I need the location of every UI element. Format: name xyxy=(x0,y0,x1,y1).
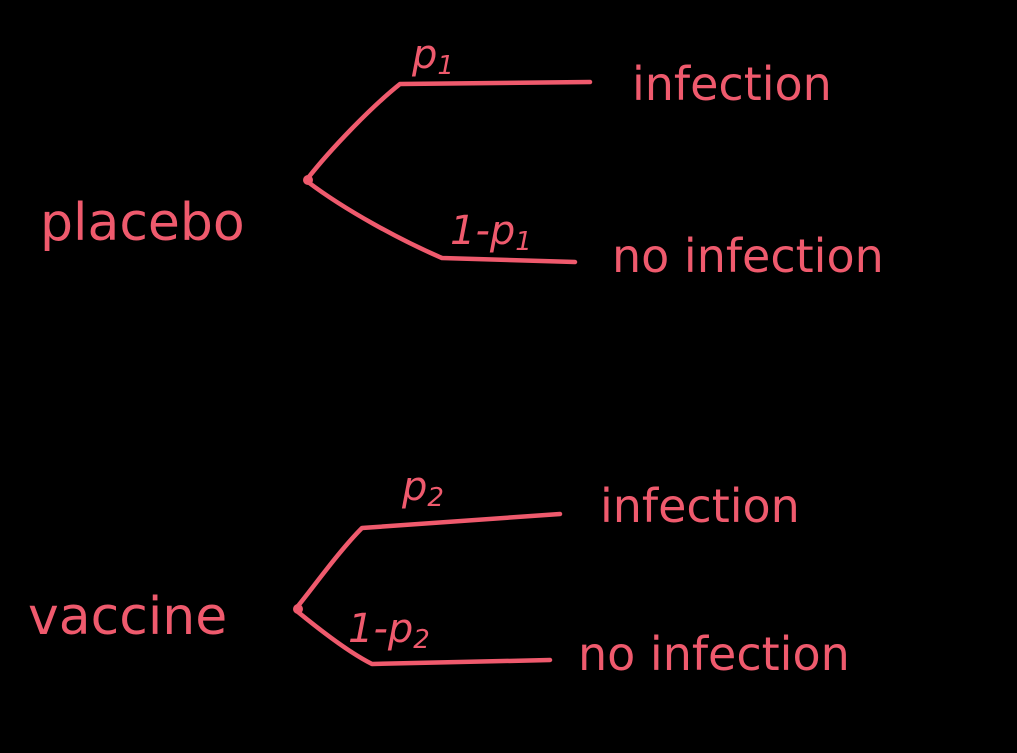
root-node-placebo xyxy=(303,175,313,185)
outcome-label-placebo-lower: no infection xyxy=(612,229,884,283)
branch-prob-vaccine-lower: 1-p2 xyxy=(348,606,430,655)
root-label-placebo: placebo xyxy=(40,193,245,253)
root-node-vaccine xyxy=(293,604,303,614)
outcome-label-placebo-upper: infection xyxy=(632,57,832,111)
tree-vaccine: vaccine p2 1-p2 infection no infection xyxy=(28,464,850,681)
root-label-vaccine: vaccine xyxy=(28,587,227,647)
branch-line-placebo-lower xyxy=(305,179,578,265)
branch-line-placebo-upper xyxy=(305,79,593,181)
branch-line-vaccine-upper xyxy=(295,511,563,609)
outcome-label-vaccine-upper: infection xyxy=(600,479,800,533)
branch-prob-vaccine-upper: p2 xyxy=(401,464,444,513)
branch-line-vaccine-lower xyxy=(295,609,553,667)
branch-prob-placebo-lower: 1-p1 xyxy=(450,208,532,257)
outcome-label-vaccine-lower: no infection xyxy=(578,627,850,681)
tree-placebo: placebo p1 1-p1 infection no infection xyxy=(40,32,884,283)
branch-prob-placebo-upper: p1 xyxy=(411,32,454,81)
